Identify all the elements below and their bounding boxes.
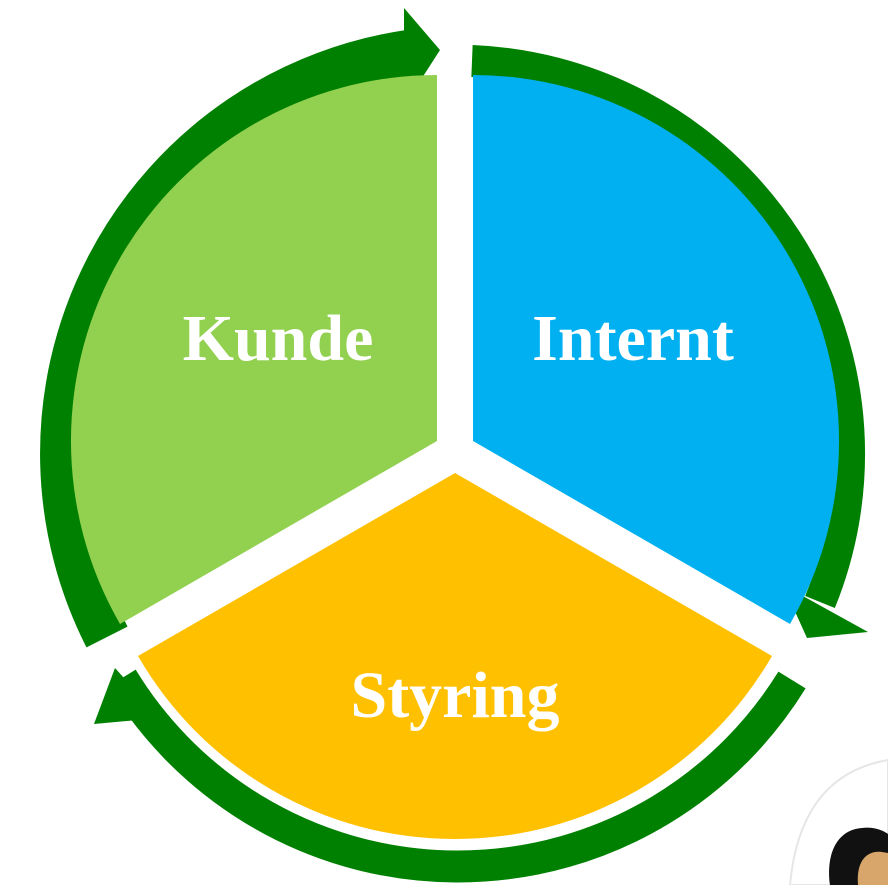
segment-label-internt: Internt — [532, 302, 734, 375]
segment-kunde — [70, 75, 437, 624]
cycle-arrow-styring-to-kunde — [108, 669, 806, 883]
cycle-arrows — [40, 8, 868, 883]
cycle-arrow-head-bottom — [94, 668, 160, 724]
corner-figure — [788, 758, 888, 885]
segment-labels: Kunde Internt Styring — [183, 302, 734, 732]
cycle-arrow-internt-to-styring — [471, 45, 866, 609]
cycle-arrow-head-right — [783, 585, 868, 638]
segment-styring — [138, 473, 772, 840]
cycle-arrow-kunde-to-internt — [40, 30, 412, 648]
segment-label-kunde: Kunde — [183, 302, 374, 375]
segment-internt — [473, 75, 840, 624]
segments — [70, 75, 840, 840]
segment-label-styring: Styring — [350, 659, 559, 732]
